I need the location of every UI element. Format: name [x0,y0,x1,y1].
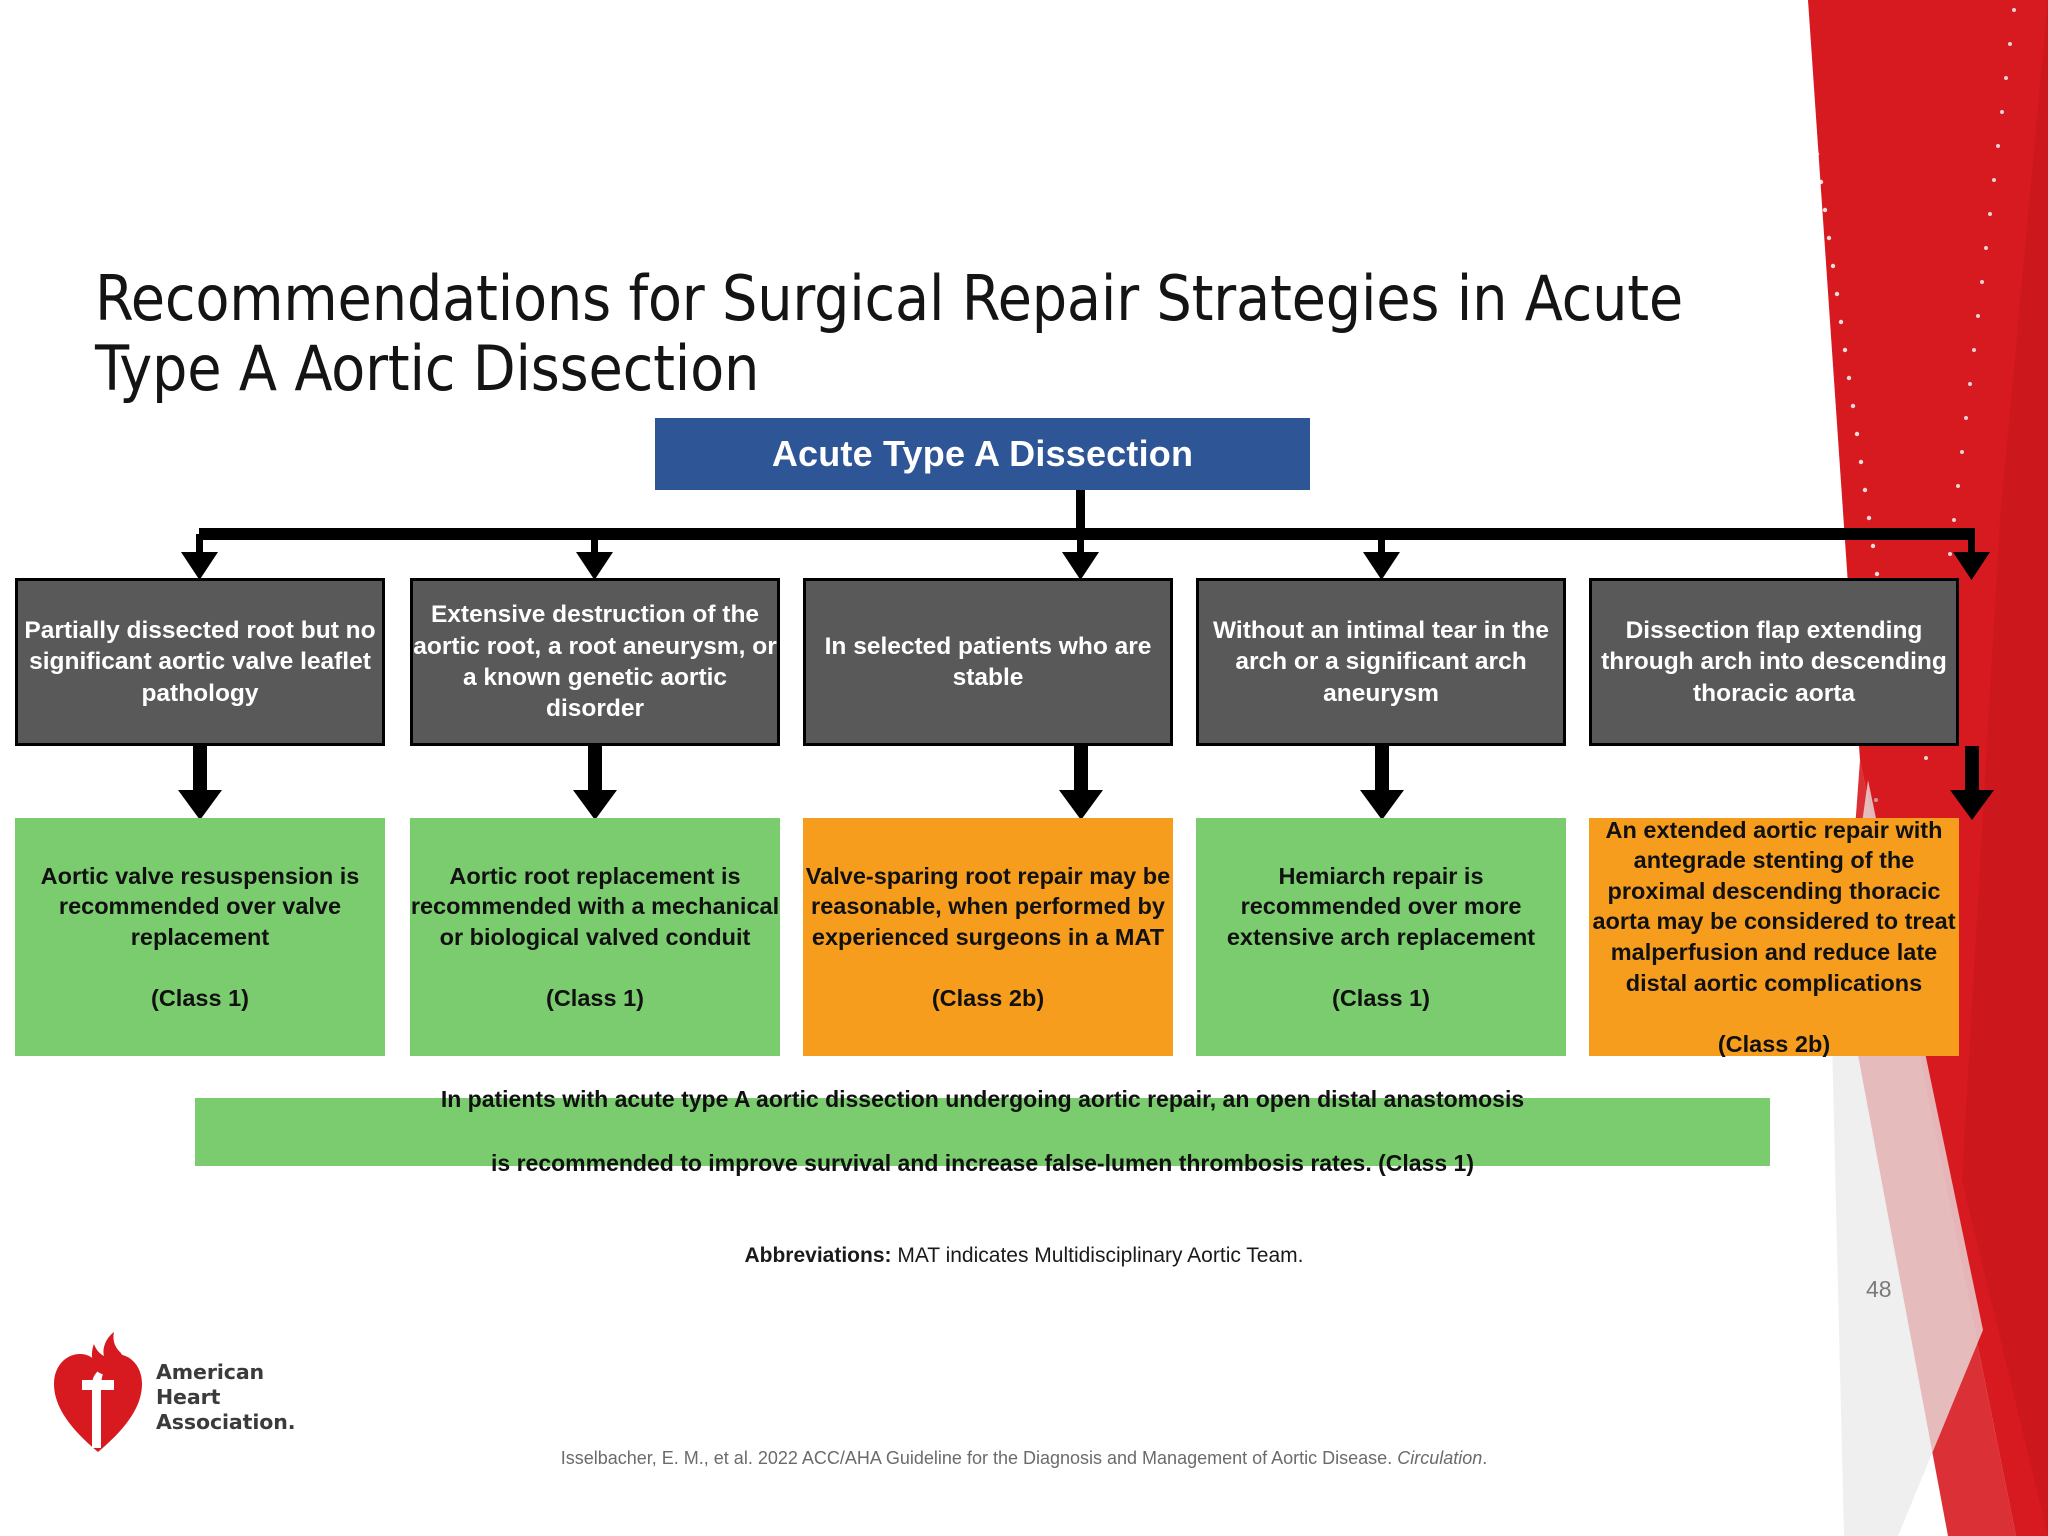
summary-recommendation-bar[interactable]: In patients with acute type A aortic dis… [195,1086,1770,1176]
heart-torch-icon [54,1332,142,1452]
condition-label-5: Dissection flap extending through arch i… [1601,616,1947,707]
recommendation-class-3: (Class 2b) [931,984,1045,1011]
diagram-root-node[interactable]: Acute Type A Dissection [655,418,1310,490]
abbreviations-label: Abbreviations: [744,1244,892,1267]
recommendation-node-3[interactable]: Valve-sparing root repair may be reasona… [803,818,1173,1056]
condition-node-1[interactable]: Partially dissected root but no signific… [15,578,385,746]
recommendation-text-3: Valve-sparing root repair may be reasona… [805,862,1171,950]
recommendation-text-5: An extended aortic repair with antegrade… [1592,816,1956,996]
condition-node-5[interactable]: Dissection flap extending through arch i… [1589,578,1959,746]
condition-node-4[interactable]: Without an intimal tear in the arch or a… [1196,578,1566,746]
recommendation-text-2: Aortic root replacement is recommended w… [410,862,780,950]
condition-label-4: Without an intimal tear in the arch or a… [1213,616,1549,707]
logo-word-line-2: Heart [156,1385,221,1409]
condition-node-3[interactable]: In selected patients who are stable [803,578,1173,746]
abbreviations-text: MAT indicates Multidisciplinary Aortic T… [891,1244,1304,1267]
recommendation-text-1: Aortic valve resuspension is recommended… [40,862,360,950]
recommendation-class-4: (Class 1) [1332,984,1430,1011]
recommendation-class-1: (Class 1) [151,984,249,1011]
logo-wordmark: American Heart Association. [156,1360,296,1435]
summary-line-2: is recommended to improve survival and i… [491,1149,1474,1176]
recommendation-class-5: (Class 2b) [1717,1030,1831,1057]
citation-line: Isselbacher, E. M., et al. 2022 ACC/AHA … [560,1448,1488,1468]
abbreviations-note: Abbreviations: MAT indicates Multidiscip… [0,1244,2048,1268]
page-title: Recommendations for Surgical Repair Stra… [95,261,1684,405]
recommendation-node-1[interactable]: Aortic valve resuspension is recommended… [15,818,385,1056]
recommendation-node-5[interactable]: An extended aortic repair with antegrade… [1589,816,1959,1057]
summary-line-1: In patients with acute type A aortic dis… [440,1086,1525,1113]
page-number: 48 [1866,1276,1892,1302]
condition-label-3: In selected patients who are stable [824,632,1152,691]
recommendation-text-4: Hemiarch repair is recommended over more… [1226,862,1536,950]
citation-journal: Circulation [1397,1448,1483,1468]
condition-node-2[interactable]: Extensive destruction of the aortic root… [410,578,780,746]
condition-label-1: Partially dissected root but no signific… [24,616,376,707]
citation-tail: . [1482,1448,1488,1468]
recommendation-node-4[interactable]: Hemiarch repair is recommended over more… [1196,818,1566,1056]
diagram-root-label: Acute Type A Dissection [771,433,1194,475]
citation-text: Isselbacher, E. M., et al. 2022 ACC/AHA … [560,1448,1388,1468]
logo-word-line-1: American [156,1360,265,1384]
american-heart-association-logo: American Heart Association. [52,1330,302,1458]
condition-label-2: Extensive destruction of the aortic root… [413,601,777,723]
logo-word-line-3: Association. [156,1410,296,1434]
recommendation-node-2[interactable]: Aortic root replacement is recommended w… [410,818,780,1056]
recommendation-class-2: (Class 1) [546,984,644,1011]
